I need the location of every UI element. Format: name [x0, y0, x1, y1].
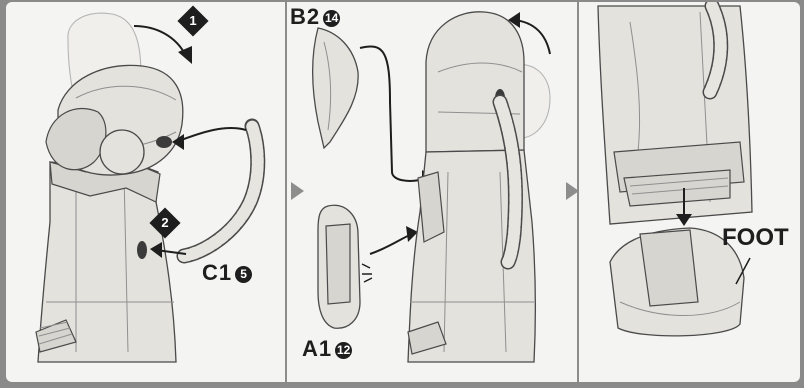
b2-part — [313, 28, 358, 148]
insert-arrow-icon — [360, 46, 428, 180]
step-marker-2: 2 — [149, 207, 180, 238]
divider-1 — [285, 2, 287, 382]
panel-arrow-icon — [566, 182, 579, 200]
tube-socket-lower — [137, 241, 147, 259]
callout-c1-number: 5 — [235, 266, 252, 283]
tube-socket-upper — [156, 136, 172, 148]
panel-1-illustration — [6, 2, 284, 382]
callout-a1-number: 12 — [335, 342, 352, 359]
curved-arrow-icon — [134, 26, 186, 56]
callout-foot: FOOT — [722, 224, 789, 252]
panel-3: FOOT — [580, 2, 800, 382]
panel-3-illustration — [580, 2, 800, 382]
panel-2-illustration — [288, 2, 576, 382]
callout-b2-number: 14 — [323, 10, 340, 27]
step-marker-1: 1 — [177, 5, 208, 36]
insert-arrow-icon — [176, 128, 246, 142]
